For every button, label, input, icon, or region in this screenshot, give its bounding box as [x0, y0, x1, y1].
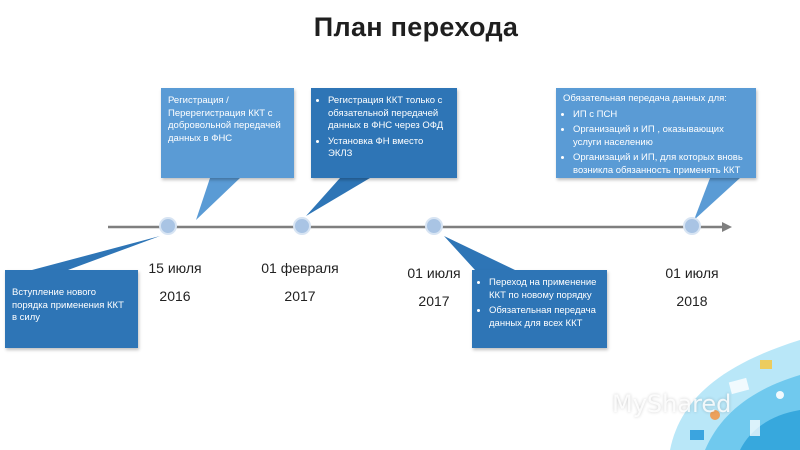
milestone-year: 2017 — [418, 293, 450, 309]
milestone-year: 2017 — [284, 288, 316, 304]
watermark: MyShared — [612, 390, 732, 418]
page-title: План перехода — [313, 12, 519, 42]
timeline-arrowhead — [722, 222, 732, 232]
milestone-marker — [683, 217, 701, 235]
milestone-label: 01 июля 2017 — [389, 265, 479, 309]
milestone-marker — [293, 217, 311, 235]
enforcement-callout-text: Вступление нового порядка применения ККТ… — [12, 287, 124, 323]
callout-item: Установка ФН вместо ЭКЛЗ — [328, 136, 450, 161]
feb2017-callout: Регистрация ККТ только с обязательной пе… — [311, 88, 457, 178]
milestone-year: 2018 — [676, 293, 708, 309]
milestone-day: 15 июля — [148, 260, 202, 276]
milestone-label: 15 июля 2016 — [130, 260, 220, 304]
voluntary-callout-text: Регистрация / Перерегистрация ККТ с добр… — [168, 95, 281, 144]
jul2017-callout: Переход на применение ККТ по новому поря… — [472, 270, 607, 348]
callout-item: Обязательная передача данных для всех КК… — [489, 305, 600, 330]
milestone-day: 01 июля — [665, 265, 719, 281]
jul2018-callout-lead: Обязательная передача данных для: — [563, 93, 727, 104]
jul2018-callout-pointer — [694, 178, 740, 220]
milestone-marker — [159, 217, 177, 235]
feb2017-callout-pointer — [306, 178, 370, 216]
callout-item: Организаций и ИП, для которых вновь возн… — [573, 152, 749, 177]
milestone-day: 01 июля — [407, 265, 461, 281]
milestone-marker — [425, 217, 443, 235]
jul2017-callout-pointer — [444, 236, 515, 270]
callout-item: Регистрация ККТ только с обязательной пе… — [328, 95, 450, 133]
milestone-year: 2016 — [159, 288, 191, 304]
voluntary-callout: Регистрация / Перерегистрация ККТ с добр… — [161, 88, 294, 178]
callout-item: ИП с ПСН — [573, 109, 749, 122]
callout-item: Переход на применение ККТ по новому поря… — [489, 277, 600, 302]
voluntary-callout-pointer — [196, 178, 240, 220]
jul2018-callout: Обязательная передача данных для: ИП с П… — [556, 88, 756, 178]
enforcement-callout-pointer — [32, 236, 160, 270]
milestone-label: 01 февраля 2017 — [255, 260, 345, 304]
callout-item: Организаций и ИП , оказывающих услуги на… — [573, 124, 749, 149]
milestone-label: 01 июля 2018 — [647, 265, 737, 309]
enforcement-callout: Вступление нового порядка применения ККТ… — [5, 270, 138, 348]
milestone-day: 01 февраля — [261, 260, 339, 276]
decorative-tech-artwork — [670, 340, 800, 450]
